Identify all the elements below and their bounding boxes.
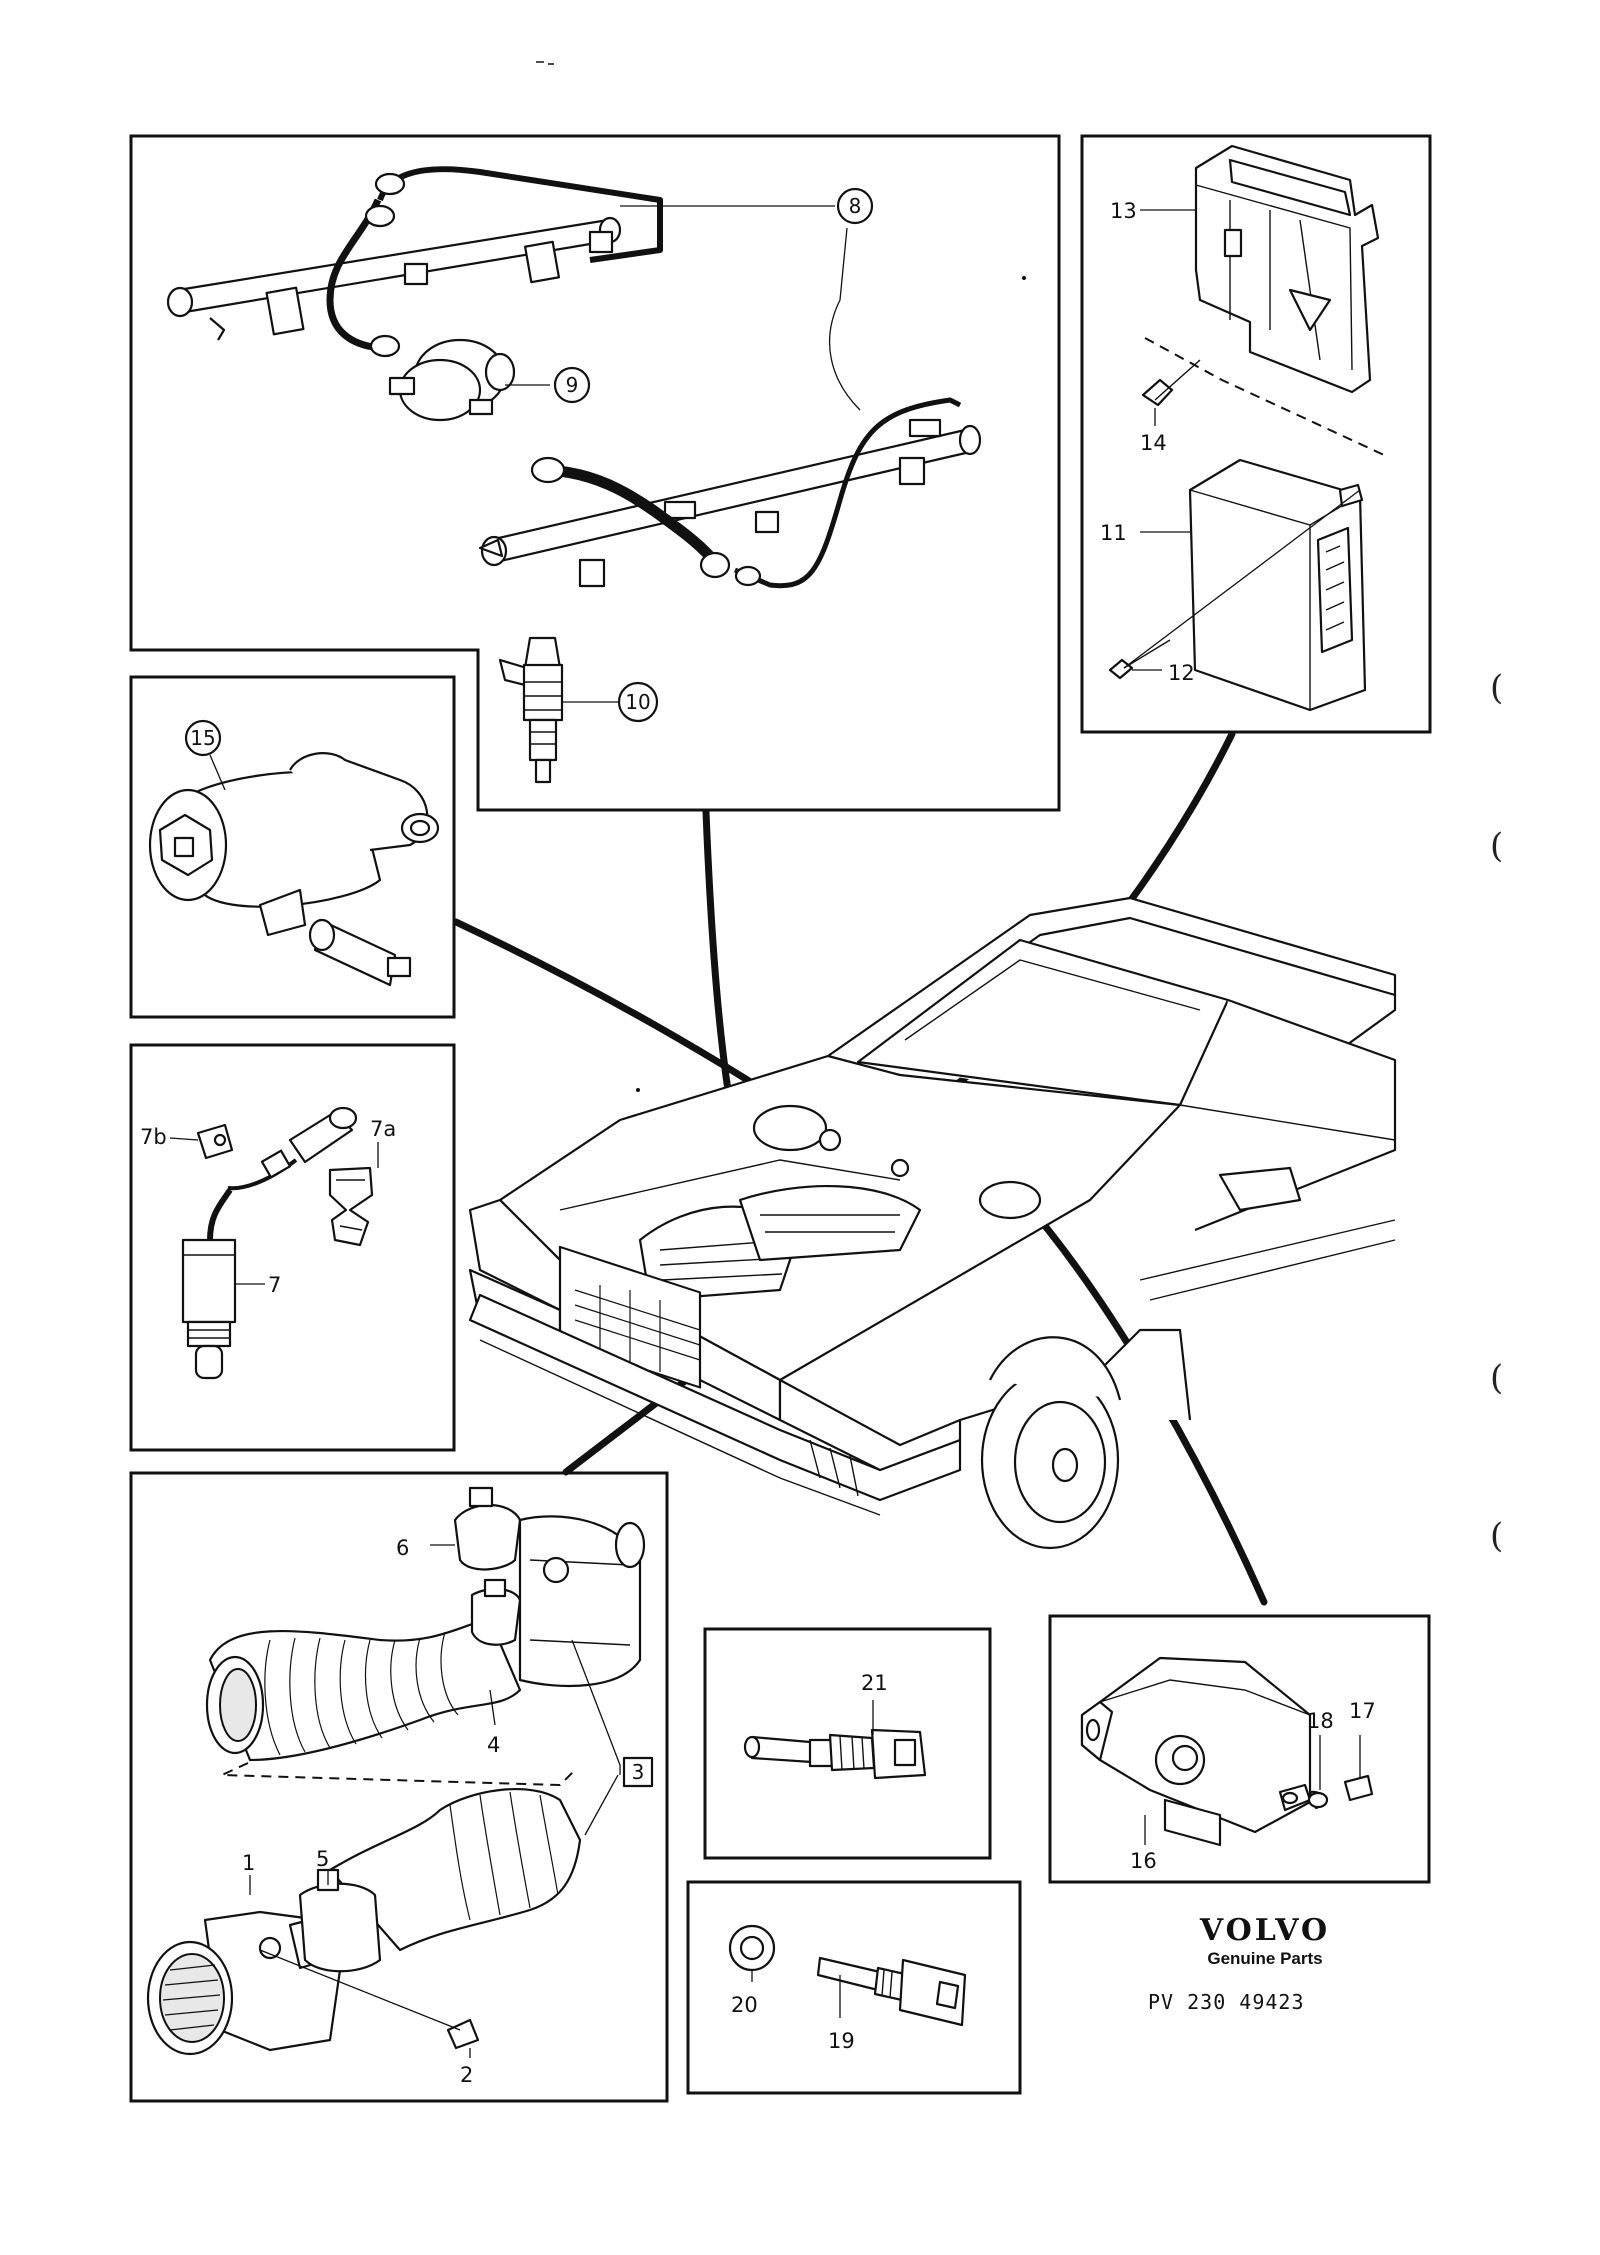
label-11: 11: [1100, 521, 1127, 545]
panel-fuel-rail: [129, 134, 1061, 812]
label-3: 3: [632, 1760, 645, 1784]
brand-tagline: Genuine Parts: [1207, 1949, 1323, 1968]
margin-mark: (: [1490, 1516, 1504, 1556]
label-6: 6: [396, 1536, 409, 1560]
part-code: PV 230 49423: [1148, 1990, 1305, 2014]
fuel-rail-assembly: [166, 166, 982, 784]
label-4: 4: [487, 1733, 500, 1757]
margin-mark: (: [1490, 826, 1504, 866]
label-2: 2: [460, 2063, 473, 2087]
car-illustration: [468, 896, 1397, 1550]
label-18: 18: [1307, 1709, 1334, 1733]
brand-name: VOLVO: [1199, 1913, 1331, 1948]
label-19: 19: [828, 2029, 855, 2053]
idle-air-valve: [148, 752, 440, 987]
fuel-injector: [498, 636, 564, 784]
margin-mark: (: [1490, 668, 1504, 708]
temp-sensor-19: [728, 1924, 967, 2027]
label-15: 15: [190, 726, 215, 750]
margin-mark: (: [1490, 1358, 1504, 1398]
label-14: 14: [1140, 431, 1167, 455]
label-17: 17: [1349, 1699, 1376, 1723]
label-10: 10: [625, 690, 650, 714]
temp-sensor-21: [743, 1700, 927, 1780]
label-1: 1: [242, 1851, 255, 1875]
label-7b: 7b: [140, 1125, 167, 1149]
lambda-sensor-assembly: [169, 1106, 379, 1380]
label-21: 21: [861, 1671, 888, 1695]
throttle-position-switch: [1080, 1656, 1374, 1847]
volvo-brand: VOLVO Genuine Parts: [1160, 1914, 1370, 1970]
control-unit-assembly: [1108, 144, 1385, 712]
air-intake-assembly: [146, 1486, 646, 2058]
panel-lambda-sensor: [129, 1043, 456, 1452]
label-13: 13: [1110, 199, 1137, 223]
label-12: 12: [1168, 661, 1195, 685]
label-7: 7: [268, 1273, 281, 1297]
label-9: 9: [566, 373, 579, 397]
panel-temp-sensor-19: [686, 1880, 1022, 2095]
label-16: 16: [1130, 1849, 1157, 1873]
label-5: 5: [316, 1847, 329, 1871]
label-7a: 7a: [370, 1117, 396, 1141]
label-20: 20: [731, 1993, 758, 2017]
label-8: 8: [849, 194, 862, 218]
pressure-regulator: [388, 338, 516, 422]
